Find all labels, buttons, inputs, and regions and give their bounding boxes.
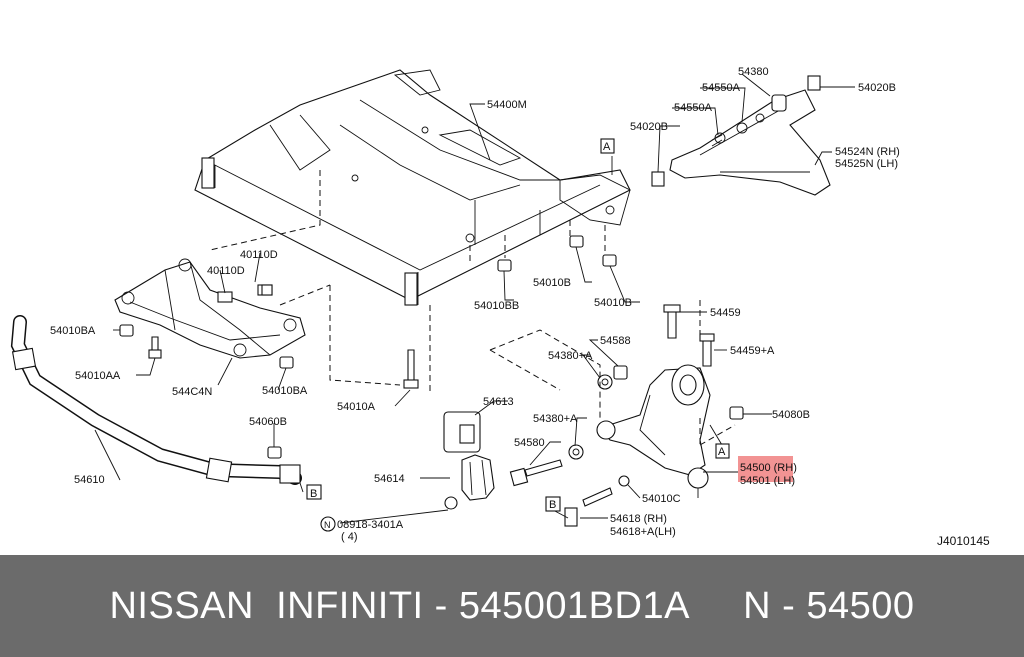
label-54010a: 54010A: [337, 401, 376, 413]
label-54580: 54580: [514, 437, 545, 449]
diagram-reference-code: J4010145: [937, 534, 990, 548]
parts-diagram: A A B B N 54400M 54380 54550A 54550A 540…: [10, 66, 991, 548]
label-54380: 54380: [738, 66, 769, 78]
label-54010b-2: 54010B: [594, 297, 632, 309]
lower-arm-drawing: [596, 364, 711, 498]
label-54550a-2: 54550A: [674, 102, 713, 114]
label-54380a-2: 54380+A: [533, 413, 578, 425]
label-544c4n: 544C4N: [172, 386, 212, 398]
highlight-box: [738, 456, 793, 482]
label-54550a-1: 54550A: [702, 82, 741, 94]
mark-b-stabilizer: B: [310, 488, 317, 500]
label-54525n: 54525N (LH): [835, 158, 898, 170]
label-54020b-right: 54020B: [858, 82, 896, 94]
label-54524n: 54524N (RH): [835, 146, 900, 158]
label-54613: 54613: [483, 396, 514, 408]
label-54020b-left: 54020B: [630, 121, 668, 133]
label-54010b-1: 54010B: [533, 277, 571, 289]
label-qty: ( 4): [341, 531, 358, 543]
part-number-banner: NISSAN INFINITI - 545001BD1A N - 54500: [0, 555, 1024, 657]
label-54588: 54588: [600, 335, 631, 347]
label-54010bb: 54010BB: [474, 300, 519, 312]
label-54501-lh: 54501 (LH): [740, 475, 795, 487]
label-54610: 54610: [74, 474, 105, 486]
label-54400m: 54400M: [487, 99, 527, 111]
reference-marks: [306, 138, 730, 532]
mark-a-lower: A: [718, 446, 726, 458]
label-54010ba-1: 54010BA: [50, 325, 96, 337]
label-40110d-2: 40110D: [207, 265, 245, 277]
mark-a-upper: A: [603, 141, 611, 153]
stabilizer-bar-drawing: [10, 315, 302, 485]
label-40110d-1: 40110D: [240, 249, 278, 261]
label-54060b: 54060B: [249, 416, 287, 428]
label-54618-rh: 54618 (RH): [610, 513, 667, 525]
label-08918: 08918-3401A: [337, 519, 404, 531]
label-54459: 54459: [710, 307, 741, 319]
label-54500-rh: 54500 (RH): [740, 462, 797, 474]
label-54010ba-2: 54010BA: [262, 385, 308, 397]
label-54618a-lh: 54618+A(LH): [610, 526, 676, 538]
fasteners: [119, 235, 744, 527]
label-54080b: 54080B: [772, 409, 810, 421]
label-54010c: 54010C: [642, 493, 681, 505]
leader-lines: [94, 73, 855, 524]
mark-n: N: [324, 520, 331, 530]
banner-text: NISSAN INFINITI - 545001BD1A N - 54500: [109, 584, 915, 627]
label-54380a-1: 54380+A: [548, 350, 593, 362]
label-54459a: 54459+A: [730, 345, 775, 357]
upper-arm-drawing: [651, 75, 831, 196]
label-54010aa: 54010AA: [75, 370, 121, 382]
label-54614: 54614: [374, 473, 405, 485]
mark-b-link: B: [549, 499, 556, 511]
crossmember-drawing: [194, 69, 631, 306]
bushing-drawing: [443, 411, 495, 510]
